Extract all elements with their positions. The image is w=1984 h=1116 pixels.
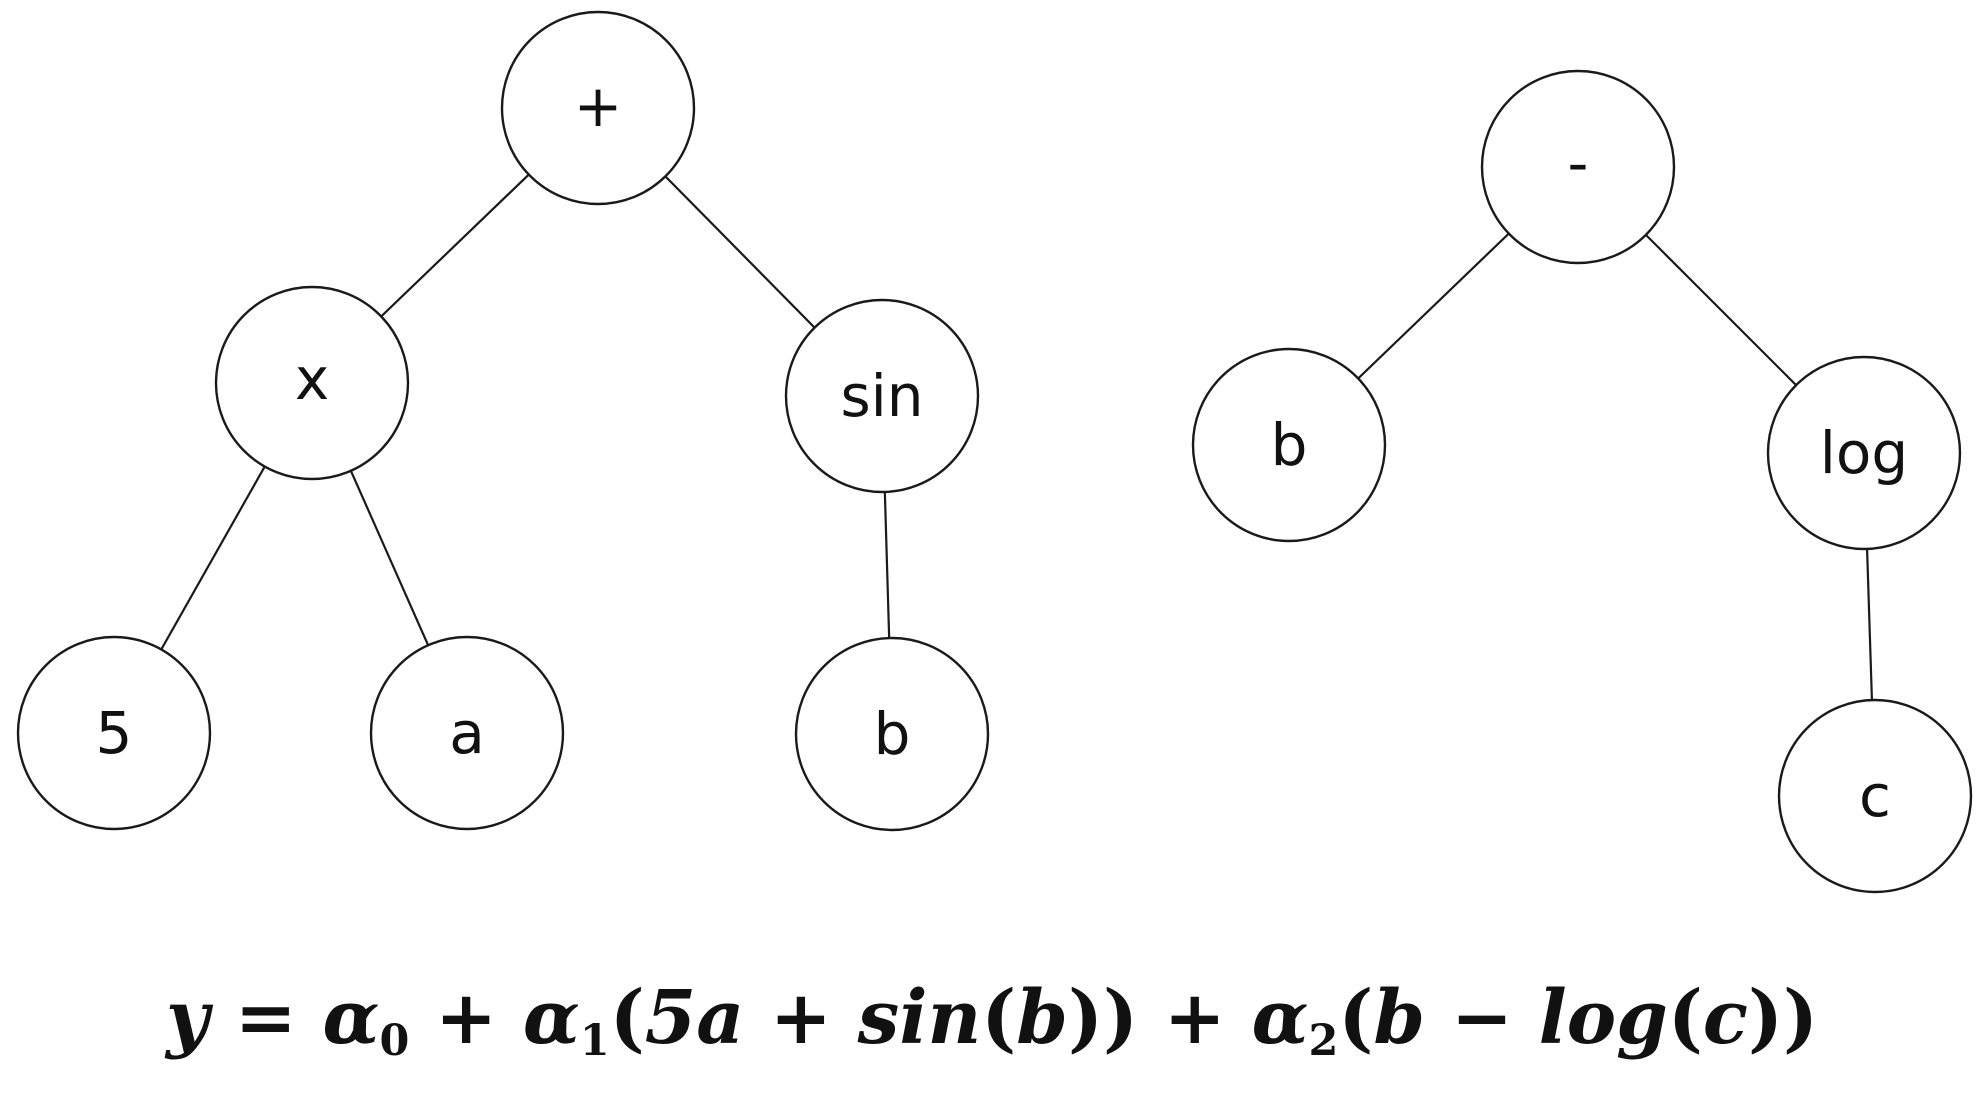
formula-paren-close-2b: ) — [1747, 975, 1783, 1061]
node-circle-times — [214, 285, 410, 481]
node-label-c: c — [1859, 762, 1891, 830]
node-label-times: x — [295, 345, 329, 413]
tree-node-b1: b — [794, 636, 990, 832]
node-label-log: log — [1820, 419, 1908, 487]
node-label-five: 5 — [96, 699, 133, 767]
node-circle-five — [16, 635, 212, 831]
formula-paren-close-2: ) — [1782, 975, 1818, 1061]
formula-alpha-0: α — [322, 975, 380, 1061]
tree-node-sin: sin — [784, 298, 980, 494]
formula-paren-close-1b: ) — [1068, 975, 1104, 1061]
formula-paren-open-1: ( — [609, 975, 645, 1061]
formula-plus-2: + — [1138, 975, 1252, 1061]
formula-term2-arg: c — [1702, 975, 1748, 1061]
node-label-b1: b — [874, 700, 911, 768]
node-circle-c — [1777, 698, 1973, 894]
node-circle-log — [1766, 355, 1962, 551]
formula-term1-arg: b — [1016, 975, 1069, 1061]
formula-sub-0: 0 — [379, 1016, 410, 1067]
tree-nodes: + x sin 5 a b - b log c — [16, 10, 1973, 894]
formula-paren-open-2b: ( — [1667, 975, 1703, 1061]
node-label-b2: b — [1271, 411, 1308, 479]
node-label-a: a — [449, 699, 485, 767]
formula-sub-1: 1 — [579, 1016, 610, 1067]
node-label-minus: - — [1568, 129, 1589, 197]
node-label-sin: sin — [840, 362, 923, 430]
formula-term2: b − log — [1373, 975, 1668, 1061]
tree-node-c: c — [1777, 698, 1973, 894]
formula-paren-open-1b: ( — [981, 975, 1017, 1061]
tree-node-plus: + — [500, 10, 696, 206]
tree-node-minus: - — [1480, 69, 1676, 265]
formula-y: y — [166, 975, 209, 1061]
formula-equals: = — [209, 975, 323, 1061]
regression-formula: y = α0 + α1(5a + sin(b)) + α2(b − log(c)… — [0, 975, 1984, 1062]
tree-node-b2: b — [1191, 347, 1387, 543]
node-circle-b1 — [794, 636, 990, 832]
formula-plus-1: + — [409, 975, 523, 1061]
node-circle-sin — [784, 298, 980, 494]
tree-node-a: a — [369, 635, 565, 831]
formula-sub-2: 2 — [1308, 1016, 1339, 1067]
tree-node-times: x — [214, 285, 410, 481]
node-circle-a — [369, 635, 565, 831]
formula-alpha-2: α — [1251, 975, 1309, 1061]
formula-paren-close-1: ) — [1103, 975, 1139, 1061]
formula-alpha-1: α — [522, 975, 580, 1061]
formula-paren-open-2: ( — [1338, 975, 1374, 1061]
node-circle-plus — [500, 10, 696, 206]
tree-node-log: log — [1766, 355, 1962, 551]
tree-node-five: 5 — [16, 635, 212, 831]
formula-term1: 5a + sin — [644, 975, 982, 1061]
node-label-plus: + — [574, 72, 623, 140]
node-circle-b2 — [1191, 347, 1387, 543]
node-circle-minus — [1480, 69, 1676, 265]
